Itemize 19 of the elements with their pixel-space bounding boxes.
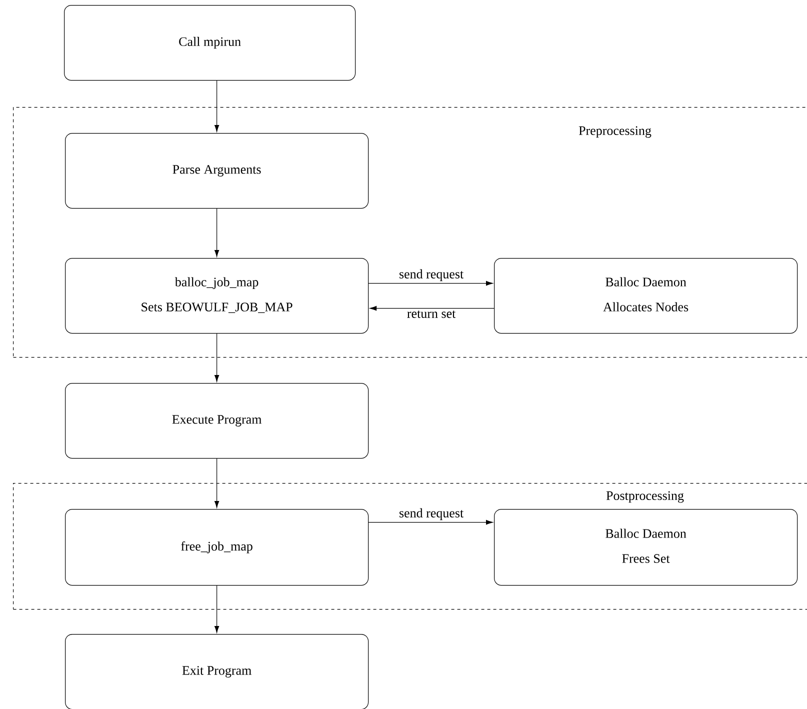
arrow [214, 208, 220, 257]
process-box: Call mpirun [64, 5, 356, 81]
arrow [214, 80, 220, 132]
process-box: Execute Program [65, 383, 369, 459]
edge-label: return set [407, 310, 456, 318]
arrow [368, 520, 493, 525]
edge-label: send request [400, 269, 464, 282]
process-box: Exit Program [65, 634, 369, 709]
process-box: free_job_map [65, 509, 369, 586]
arrow [214, 458, 220, 508]
arrow [214, 585, 220, 633]
process-box: Balloc Daemon Frees Set [494, 509, 798, 586]
process-box: balloc_job_map Sets BEOWULF_JOB_MAP [65, 258, 369, 334]
arrow [214, 333, 220, 382]
arrow [370, 306, 494, 311]
arrow [368, 280, 493, 286]
process-box: Parse Arguments [65, 133, 369, 209]
process-box: Balloc Daemon Allocates Nodes [494, 258, 798, 334]
edge-label: send request [400, 508, 464, 520]
